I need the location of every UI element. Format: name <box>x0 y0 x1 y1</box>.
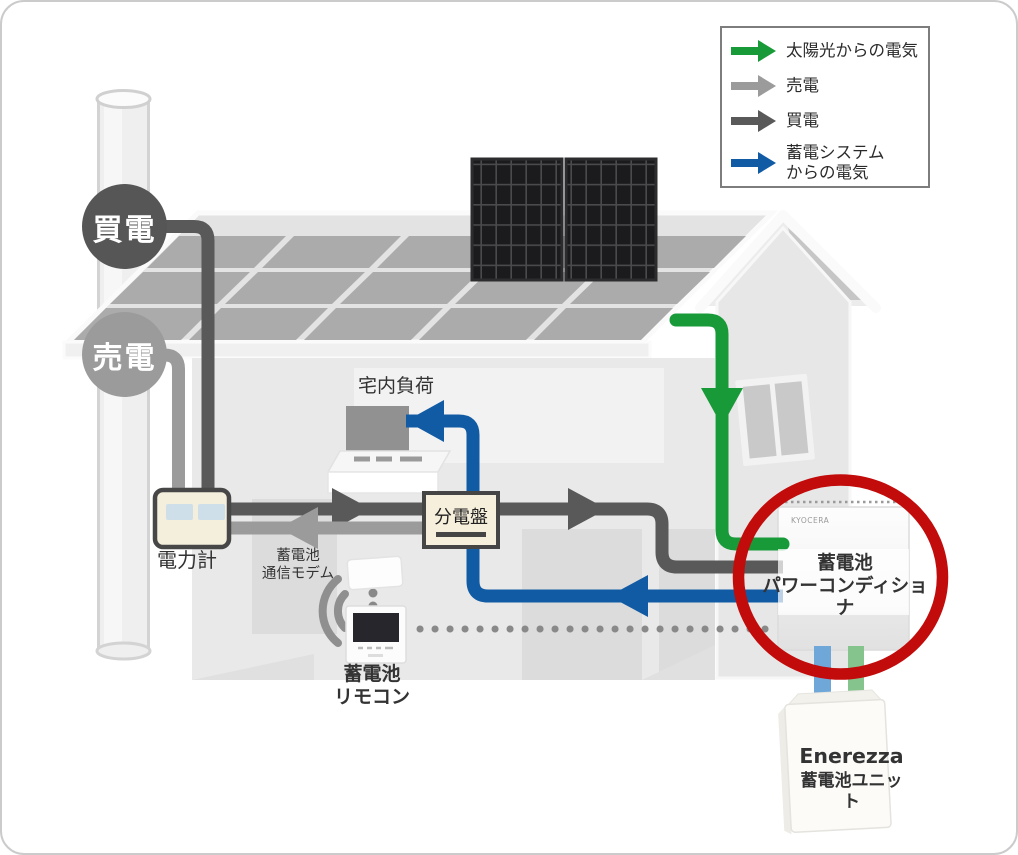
power-meter-icon <box>152 487 232 550</box>
flow-buy-line <box>147 220 783 574</box>
legend-arrow-buy-icon <box>731 109 776 132</box>
house-roof <box>61 210 779 360</box>
power-conditioner-label: 蓄電池 パワーコンディショナ <box>762 553 928 620</box>
wifi-icon <box>318 575 349 647</box>
legend: 太陽光からの電気 売電 買電 蓄電システム からの電気 <box>720 26 930 188</box>
battery-unit-icon <box>778 689 892 835</box>
distribution-board-bar <box>436 532 486 537</box>
battery-unit-label: Enerezza 蓄電池ユニット <box>794 744 909 813</box>
battery-unit-name: Enerezza <box>799 744 904 768</box>
legend-item-battery: 蓄電システム からの電気 <box>731 138 922 187</box>
kyocera-logo: KYOCERA <box>791 516 830 525</box>
legend-label-solar: 太陽光からの電気 <box>786 40 918 60</box>
modem-label: 蓄電池 通信モデム <box>261 548 335 583</box>
legend-arrow-solar-icon <box>731 39 776 62</box>
legend-label-sell: 売電 <box>786 75 819 95</box>
legend-item-sell: 売電 <box>731 68 922 103</box>
grid-buy-badge: 買電 <box>82 184 167 269</box>
legend-arrow-battery-icon <box>731 151 776 174</box>
legend-item-buy: 買電 <box>731 103 922 138</box>
window-icon <box>735 373 815 466</box>
conditioner-label-band <box>778 549 909 615</box>
grid-sell-badge: 売電 <box>82 312 167 397</box>
legend-item-solar: 太陽光からの電気 <box>731 33 922 68</box>
distribution-board: 分電盤 <box>422 491 500 549</box>
home-load-icon <box>326 406 452 494</box>
power-meter-label: 電力計 <box>157 548 217 572</box>
comm-dotted-line <box>368 588 782 633</box>
remote-label: 蓄電池 リモコン <box>333 663 410 708</box>
home-load-label: 宅内負荷 <box>357 375 434 397</box>
modem-icon <box>346 555 404 591</box>
legend-label-battery: 蓄電システム からの電気 <box>786 143 885 182</box>
distribution-board-label: 分電盤 <box>434 507 488 528</box>
flow-solar-line <box>669 313 790 551</box>
legend-arrow-sell-icon <box>731 74 776 97</box>
legend-label-buy: 買電 <box>786 110 819 130</box>
solar-panel-icon <box>470 157 658 282</box>
battery-unit-type: 蓄電池ユニット <box>800 770 903 812</box>
remote-icon <box>345 605 407 664</box>
highlight-ring <box>732 474 949 680</box>
